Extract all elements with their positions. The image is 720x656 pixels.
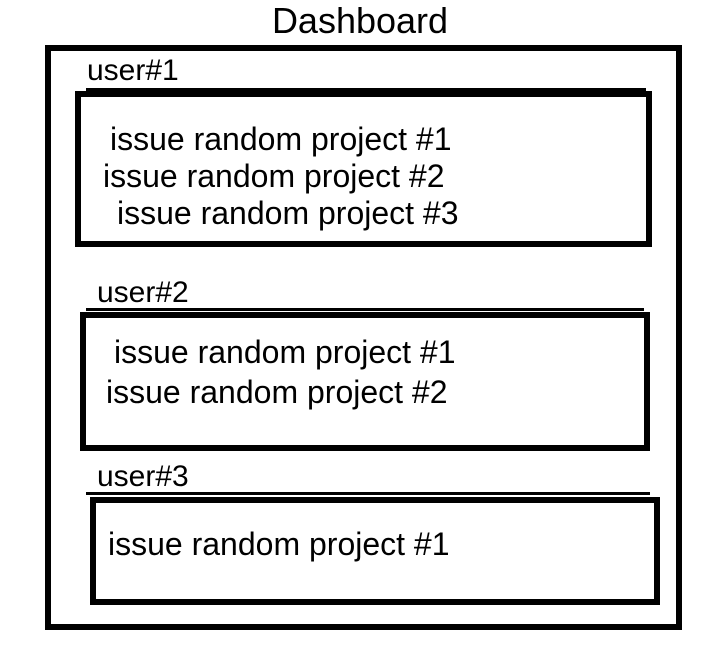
dashboard-panel xyxy=(45,45,682,630)
user-3-label: user#3 xyxy=(97,460,189,493)
user-2-issues-box xyxy=(80,312,650,451)
user-1-issues-box xyxy=(75,91,652,247)
user-3-issues-box xyxy=(90,497,660,605)
user-1-underline xyxy=(86,88,646,91)
user-1-label: user#1 xyxy=(87,54,179,87)
issue-item[interactable]: issue random project #2 xyxy=(103,158,445,194)
issue-item[interactable]: issue random project #2 xyxy=(106,374,448,410)
user-3-underline xyxy=(86,492,650,495)
page-title: Dashboard xyxy=(271,0,449,41)
issue-item[interactable]: issue random project #1 xyxy=(110,121,452,157)
issue-item[interactable]: issue random project #1 xyxy=(114,334,456,370)
issue-item[interactable]: issue random project #3 xyxy=(117,195,459,231)
user-2-label: user#2 xyxy=(97,276,189,309)
issue-item[interactable]: issue random project #1 xyxy=(108,526,450,562)
user-2-underline xyxy=(86,308,644,311)
